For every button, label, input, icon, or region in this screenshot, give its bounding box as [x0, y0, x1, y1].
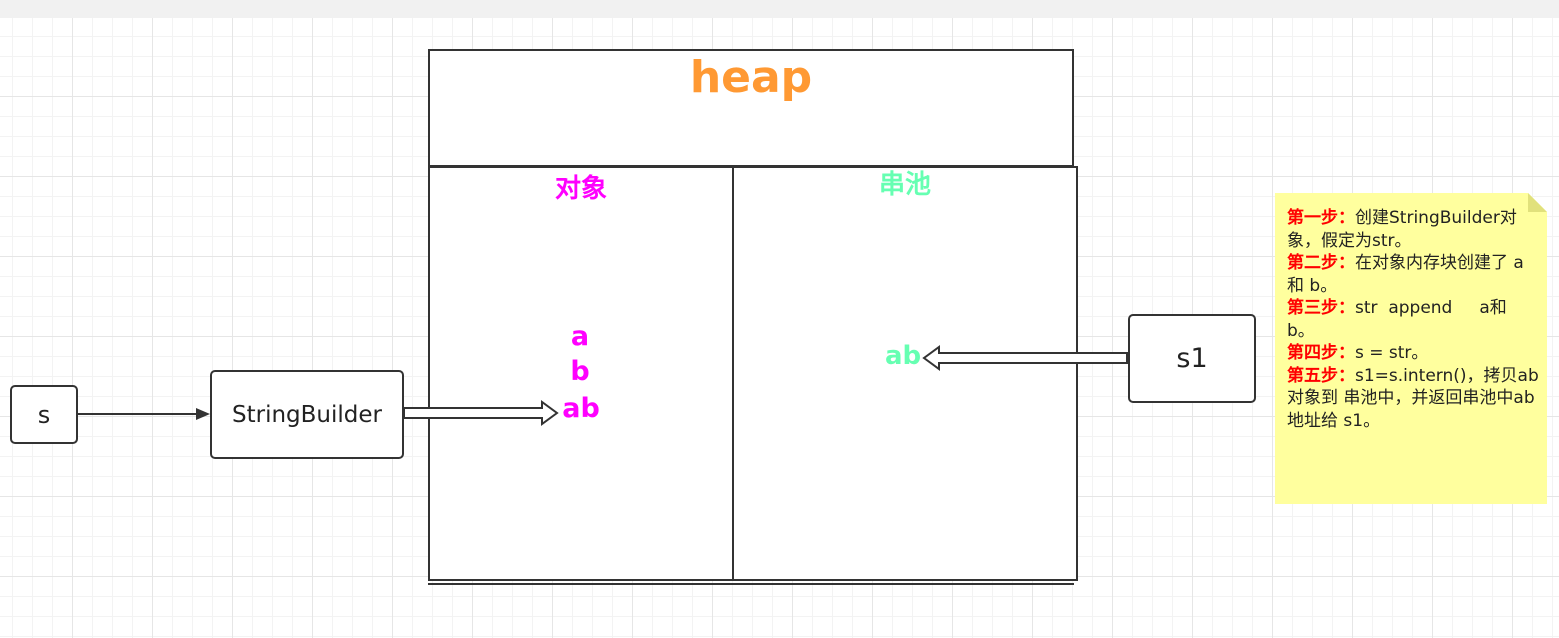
heap-bottom-edge [428, 583, 1074, 585]
pool-item-ab: ab [885, 341, 922, 371]
step-5-text: s1=s.intern()，拷贝ab对象到 串池中，并返回串池中ab地址给 s1… [1287, 365, 1539, 431]
variable-s1-node[interactable]: s1 [1128, 314, 1256, 403]
step-5-label: 第五步： [1287, 365, 1355, 386]
step-3: 第三步：str append a和 b。 [1287, 297, 1539, 342]
step-2-text: 在对象内存块创建了 a 和 b。 [1287, 253, 1524, 296]
heap-body-box[interactable] [428, 166, 1078, 581]
s-to-stringbuilder-arrow[interactable] [78, 408, 210, 420]
variable-s-label: s [37, 400, 51, 429]
variable-s-node[interactable]: s [10, 385, 78, 444]
object-item-ab: ab [562, 393, 600, 424]
step-1-label: 第一步： [1287, 208, 1355, 228]
steps-note[interactable] [1275, 193, 1547, 504]
stringbuilder-label: StringBuilder [232, 401, 382, 428]
steps-note-text: 第一步：创建StringBuilder对象，假定为str。 第二步：在对象内存块… [1287, 207, 1539, 432]
variable-s1-label: s1 [1176, 343, 1208, 374]
step-1: 第一步：创建StringBuilder对象，假定为str。 [1287, 207, 1539, 252]
step-2-label: 第二步： [1287, 253, 1355, 273]
step-5: 第五步：s1=s.intern()，拷贝ab对象到 串池中，并返回串池中ab地址… [1287, 365, 1539, 433]
step-2: 第二步：在对象内存块创建了 a 和 b。 [1287, 252, 1539, 297]
step-4: 第四步：s = str。 [1287, 342, 1539, 365]
step-3-label: 第三步： [1287, 298, 1355, 318]
heap-title: heap [689, 52, 813, 103]
step-4-text: s = str。 [1355, 343, 1429, 363]
step-4-label: 第四步： [1287, 343, 1355, 363]
s1-to-pool-arrow[interactable] [922, 345, 1128, 371]
step-1-text: 创建StringBuilder对象，假定为str。 [1287, 208, 1517, 251]
object-column-title: 对象 [554, 174, 607, 204]
object-item-a: a [570, 321, 590, 352]
step-3-text: str append a和 b。 [1287, 298, 1513, 341]
heap-column-divider [732, 167, 734, 580]
top-toolbar-strip [0, 0, 1559, 18]
string-pool-column-title: 串池 [878, 170, 931, 200]
object-item-b: b [570, 356, 590, 387]
stringbuilder-to-object-arrow[interactable] [403, 400, 559, 426]
heap-header-box[interactable] [428, 49, 1074, 167]
